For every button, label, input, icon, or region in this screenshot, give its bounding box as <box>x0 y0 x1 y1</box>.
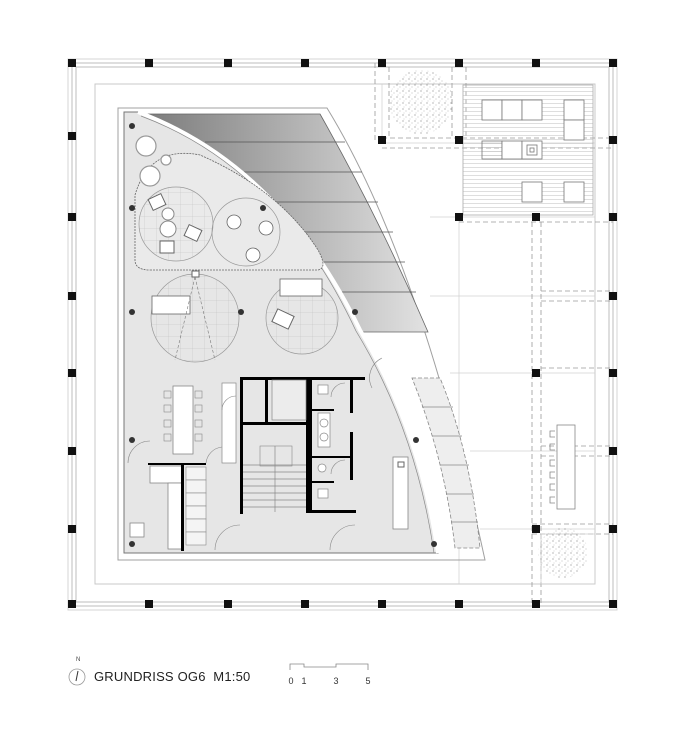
scale-tick-5: 5 <box>365 676 371 686</box>
cafe-tables <box>211 197 281 267</box>
pendant-lights <box>135 135 172 187</box>
scale-bar: 0 1 3 5 <box>286 662 386 692</box>
title-gap <box>206 669 214 684</box>
meeting-area <box>150 270 240 363</box>
drawing-title: GRUNDRISS OG6 <box>94 668 206 684</box>
elevator <box>271 379 307 421</box>
slab-edge <box>94 83 596 585</box>
interior-columns <box>129 123 437 547</box>
roof-terrace <box>462 84 594 216</box>
outer-frame <box>67 58 618 611</box>
doors <box>127 357 383 551</box>
scale-tick-1: 1 <box>301 676 307 686</box>
bar-counter <box>549 424 576 510</box>
planter-north <box>389 70 453 134</box>
steel-columns <box>68 59 617 608</box>
stair-core <box>240 377 365 514</box>
drawing-scale: M1:50 <box>213 668 251 684</box>
north-label: N <box>76 657 81 663</box>
curved-glass-panels <box>411 377 481 549</box>
drawing-caption: N GRUNDRISS OG6 M1:50 <box>66 657 251 688</box>
scale-tick-3: 3 <box>333 676 339 686</box>
lockers <box>185 466 207 546</box>
lounge-seating <box>138 186 214 262</box>
terrace-chair <box>563 99 585 121</box>
north-arrow-icon: N <box>66 657 88 687</box>
kitchen <box>129 463 206 551</box>
reception-desk <box>392 456 409 530</box>
terrace-sofa <box>481 99 503 121</box>
wardrobe <box>221 382 237 464</box>
glass-roof-mullions <box>205 141 416 293</box>
curtain-wall <box>137 110 440 554</box>
sofa-area <box>265 278 339 355</box>
toilets <box>312 377 353 499</box>
scale-tick-0: 0 <box>288 676 294 686</box>
planter-south <box>538 528 596 585</box>
dining-table <box>163 385 203 455</box>
